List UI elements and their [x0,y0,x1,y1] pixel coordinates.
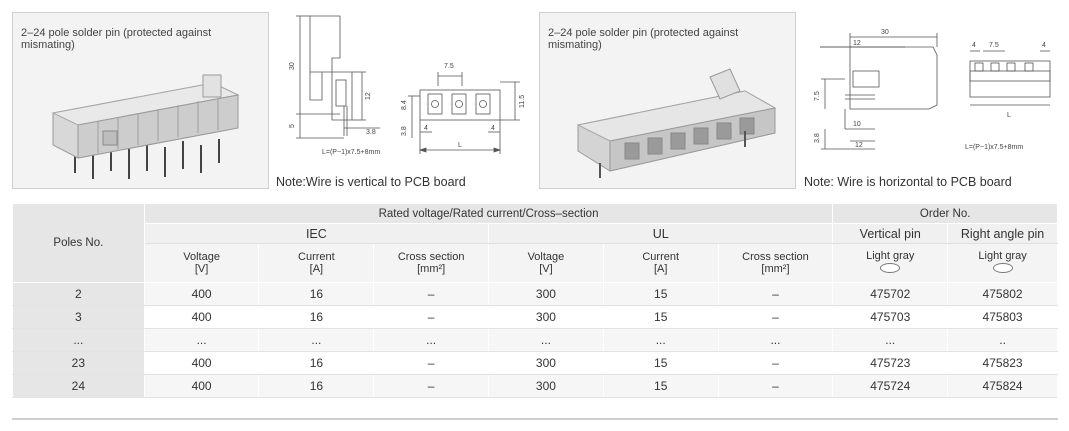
right-angle-pin-header: Right angle pin [947,223,1058,244]
dim-h-4a: 4 [972,42,976,49]
order-header: Order No. [832,203,1058,224]
color-swatch-icon [992,263,1013,273]
vertical-color-header: Light gray [832,243,949,283]
product-photo-panel-vertical: 2–24 pole solder pin (protected against … [12,12,269,189]
dim-12: 12 [365,92,372,100]
dim-h-30: 30 [881,29,889,36]
rated-header: Rated voltage/Rated current/Cross–sectio… [143,203,834,224]
iec-current-header: Current[A] [258,243,375,283]
dim-h-L: L [1007,112,1011,119]
dim-h-12a: 12 [853,40,861,47]
formula-horizontal: L=(P−1)x7.5+8mm [965,144,1023,151]
table-row: 23 400 16 – 300 15 – 475723 475823 [12,351,1058,375]
iec-header: IEC [143,223,490,244]
dim-3-8b: 3.8 [401,126,408,136]
spec-table: Poles No. Rated voltage/Rated current/Cr… [12,203,1058,398]
technical-drawing-vertical: 30 5 12 3.8 7.5 8.4 3.8 11.5 4 4 L L=(P−… [289,15,526,156]
vertical-pin-header: Vertical pin [832,223,949,244]
formula-vertical: L=(P−1)x7.5+8mm [322,149,380,156]
dim-5: 5 [289,124,296,128]
product-title-vertical: 2–24 pole solder pin (protected against … [21,27,212,51]
table-row: ... ... ... ... ... ... ... ... .. [12,328,1058,352]
table-row: 24 400 16 – 300 15 – 475724 475824 [12,374,1058,398]
product-photo-panel-horizontal: 2–24 pole solder pin (protected against … [539,12,796,189]
dim-7-5: 7.5 [444,63,454,70]
dim-11-5: 11.5 [519,95,526,108]
dim-h-10: 10 [853,121,861,128]
color-swatch-icon [880,263,901,273]
technical-drawing-horizontal: 30 12 7.5 10 3.8 12 4 7.5 4 L L=(P−1)x7.… [814,29,1051,151]
dim-h-12b: 12 [855,142,863,149]
dim-4a: 4 [424,125,428,132]
dim-h-7-5b: 7.5 [989,42,999,49]
poles-header: Poles No. [12,203,145,283]
connector-photo-horizontal [576,68,777,178]
note-horizontal: Note: Wire is horizontal to PCB board [804,175,1012,189]
dim-h-4b: 4 [1042,42,1046,49]
dim-L: L [458,142,462,149]
dim-h-3-8: 3.8 [814,133,821,143]
table-row: 2 400 16 – 300 15 – 475702 475802 [12,282,1058,306]
ul-voltage-header: Voltage[V] [488,243,604,283]
product-title-horizontal: 2–24 pole solder pin (protected against … [548,27,739,51]
ul-header: UL [488,223,834,244]
ul-current-header: Current[A] [602,243,719,283]
ul-cross-section-header: Cross section[mm²] [717,243,834,283]
connector-photo-vertical [51,74,240,179]
iec-voltage-header: Voltage[V] [143,243,260,283]
dim-h-7-5: 7.5 [814,91,821,101]
table-bottom-rule [12,418,1058,420]
dim-4b: 4 [491,125,495,132]
dim-8-4: 8.4 [401,100,408,110]
table-row: 3 400 16 – 300 15 – 475703 475803 [12,305,1058,329]
note-vertical: Note:Wire is vertical to PCB board [276,175,466,189]
iec-cross-section-header: Cross section[mm²] [373,243,490,283]
dim-3-8: 3.8 [366,129,376,136]
right-angle-color-header: Light gray [947,243,1058,283]
dim-30: 30 [289,62,296,70]
